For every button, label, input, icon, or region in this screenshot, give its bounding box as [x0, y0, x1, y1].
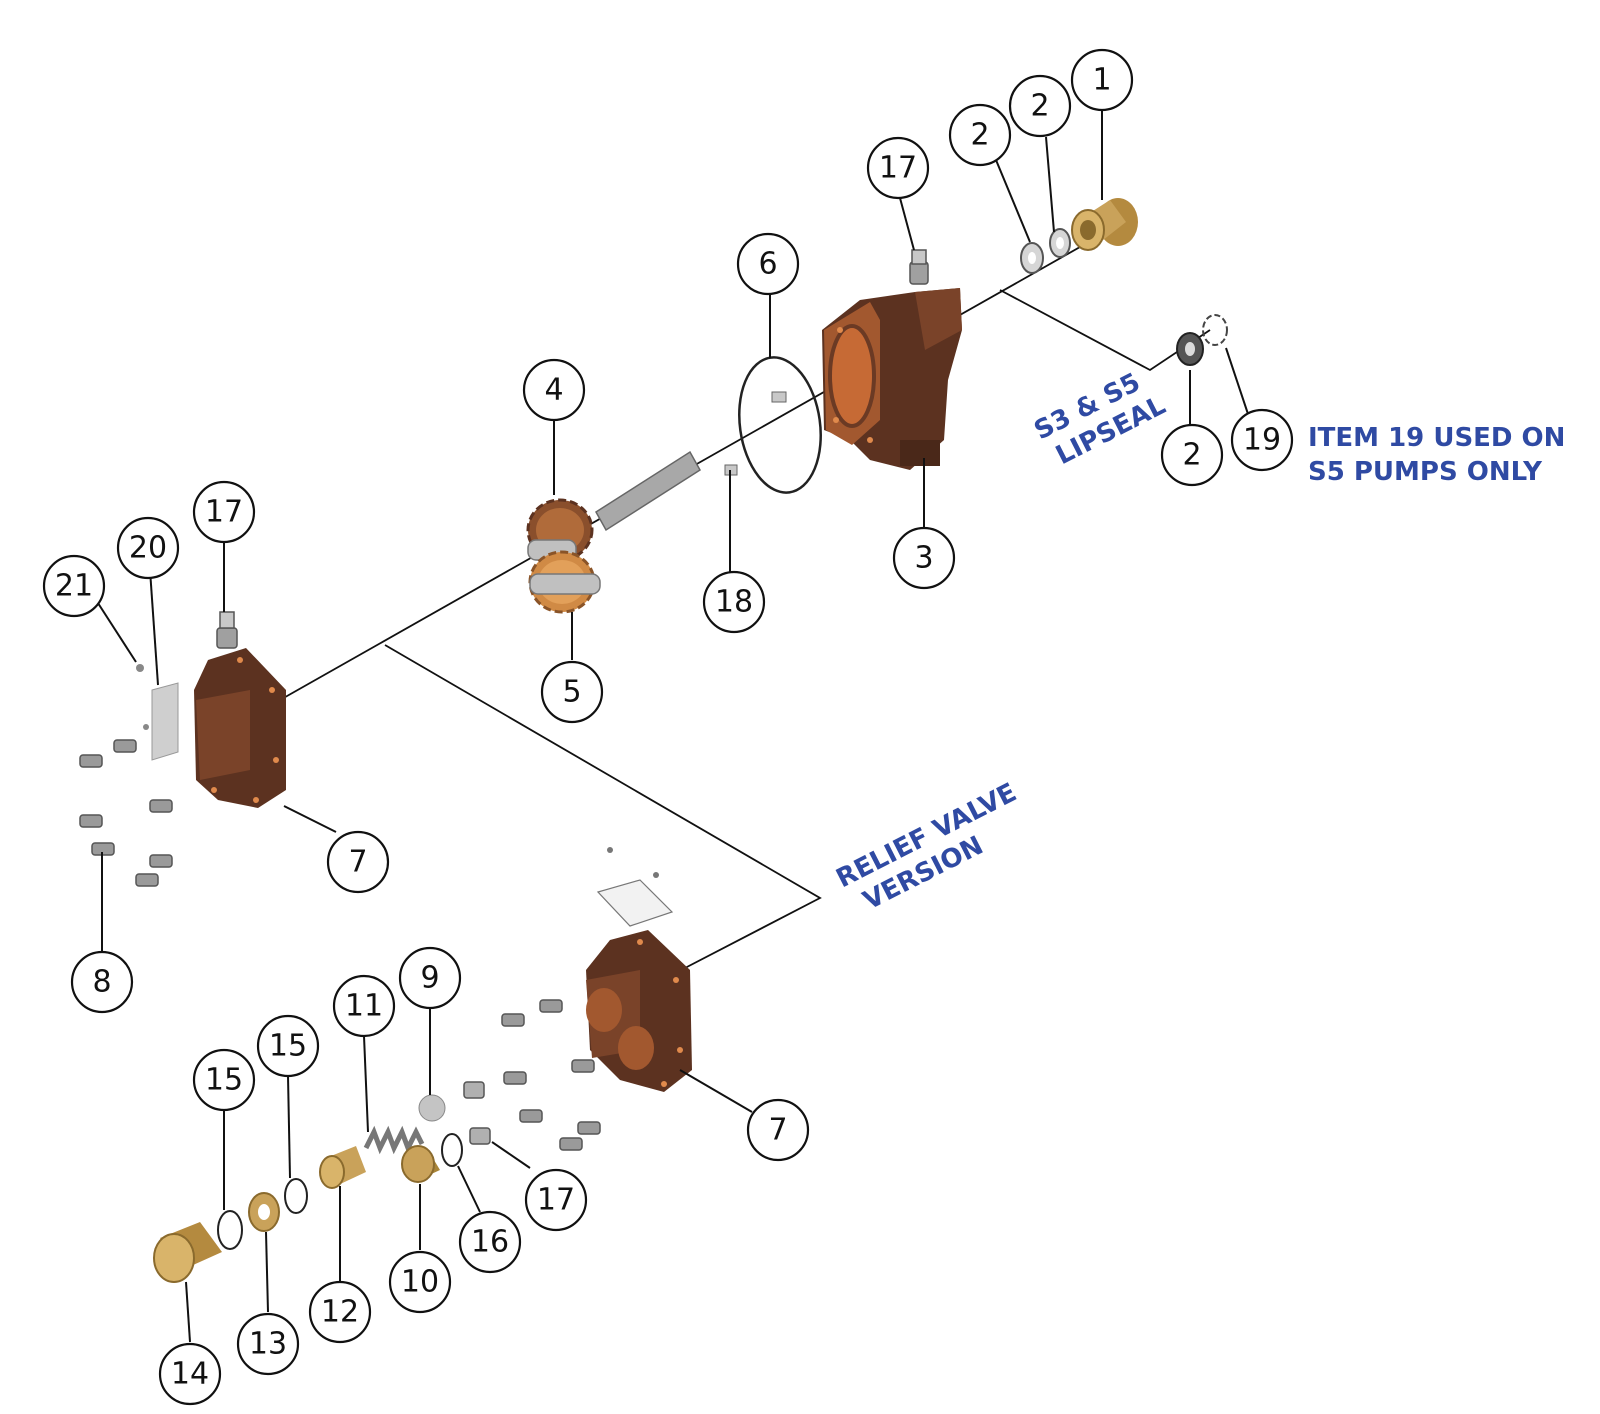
svg-text:S5 PUMPS ONLY: S5 PUMPS ONLY: [1308, 457, 1543, 487]
callout-21: 21: [42, 554, 106, 618]
o-ring-part-16: [441, 1133, 463, 1167]
callout-8: 8: [70, 950, 134, 1014]
svg-text:4: 4: [544, 373, 563, 408]
svg-text:10: 10: [401, 1265, 439, 1300]
plug-part-10: [401, 1145, 440, 1183]
callout-9: 9: [398, 946, 462, 1010]
pump-body-part-3: [822, 288, 962, 470]
lipseal-note: S3 & S5 LIPSEAL: [1030, 368, 1171, 472]
gear-part-5: [528, 550, 601, 614]
nameplate-relief: [596, 847, 674, 927]
item19-note: ITEM 19 USED ON S5 PUMPS ONLY: [1308, 423, 1565, 487]
callout-17a: 17: [866, 136, 930, 200]
svg-text:6: 6: [758, 247, 777, 282]
rivet-part-21: [136, 664, 149, 730]
callout-18: 18: [702, 570, 766, 634]
svg-text:15: 15: [205, 1063, 243, 1098]
svg-text:19: 19: [1243, 423, 1281, 458]
svg-text:11: 11: [345, 989, 383, 1024]
plug-part-17-left: [216, 611, 238, 649]
svg-text:7: 7: [768, 1113, 787, 1148]
plug-part-17-top: [909, 249, 929, 285]
adjusting-screw-part-12: [319, 1146, 366, 1189]
callout-6: 6: [736, 232, 800, 296]
svg-text:14: 14: [171, 1357, 209, 1392]
svg-text:17: 17: [537, 1183, 575, 1218]
callout-2b: 2: [948, 103, 1012, 167]
svg-text:21: 21: [55, 569, 93, 604]
gear-part-4: [526, 498, 594, 562]
svg-text:5: 5: [562, 675, 581, 710]
callout-11: 11: [332, 974, 396, 1038]
callout-17b: 17: [192, 480, 256, 544]
callout-1: 1: [1070, 48, 1134, 112]
leader-lines: [95, 110, 1251, 1343]
callout-14: 14: [158, 1342, 222, 1406]
o-ring-part-15b: [217, 1210, 243, 1250]
callout-16: 16: [458, 1210, 522, 1274]
washer-part-2b: [1020, 242, 1044, 274]
parts: [79, 198, 1228, 1283]
svg-text:8: 8: [92, 965, 111, 1000]
svg-text:9: 9: [420, 961, 439, 996]
svg-text:7: 7: [348, 845, 367, 880]
svg-text:12: 12: [321, 1295, 359, 1330]
callout-7a: 7: [326, 830, 390, 894]
svg-text:16: 16: [471, 1225, 509, 1260]
bolts-part-8: [79, 739, 173, 887]
callout-3: 3: [892, 526, 956, 590]
ball-part-9: [418, 1094, 446, 1122]
relief-valve-note: RELIEF VALVE VERSION: [832, 778, 1022, 917]
svg-text:17: 17: [205, 495, 243, 530]
o-ring-part-15a: [284, 1178, 308, 1214]
callout-4: 4: [522, 358, 586, 422]
lipseal-part-2c: [1176, 332, 1204, 366]
callout-17c: 17: [524, 1168, 588, 1232]
locknut-part-13: [248, 1192, 280, 1232]
cap-part-14: [153, 1222, 222, 1283]
svg-text:18: 18: [715, 585, 753, 620]
bushing-part-1: [1071, 198, 1138, 251]
relief-valve-branch-axis: [384, 644, 822, 969]
callout-2a: 2: [1008, 74, 1072, 138]
svg-text:17: 17: [879, 151, 917, 186]
callout-19: 19: [1230, 408, 1294, 472]
spring-part-11: [363, 1125, 425, 1155]
svg-text:2: 2: [970, 118, 989, 153]
svg-text:2: 2: [1030, 89, 1049, 124]
callout-10: 10: [388, 1250, 452, 1314]
end-cover-part-7-relief: [586, 930, 692, 1092]
callout-12: 12: [308, 1280, 372, 1344]
washer-part-2a: [1049, 228, 1071, 258]
callout-7b: 7: [746, 1098, 810, 1162]
svg-text:3: 3: [914, 541, 933, 576]
callout-2c: 2: [1160, 423, 1224, 487]
callout-20: 20: [116, 516, 180, 580]
svg-text:2: 2: [1182, 438, 1201, 473]
drive-shaft: [595, 450, 701, 532]
svg-text:15: 15: [269, 1029, 307, 1064]
end-cover-part-7-upper: [194, 648, 286, 808]
callout-15a: 15: [192, 1048, 256, 1112]
callout-15b: 15: [256, 1014, 320, 1078]
svg-text:ITEM 19 USED ON: ITEM 19 USED ON: [1308, 423, 1565, 453]
svg-text:20: 20: [129, 531, 167, 566]
callout-5: 5: [540, 660, 604, 724]
callout-13: 13: [236, 1312, 300, 1376]
retaining-ring-part-19: [1202, 314, 1228, 346]
svg-text:1: 1: [1092, 63, 1111, 98]
gasket-part-6: [738, 356, 822, 494]
plug-part-17-relief: [463, 1081, 491, 1145]
nameplate-part-20: [151, 682, 179, 761]
svg-text:13: 13: [249, 1327, 287, 1362]
bolts-relief: [501, 999, 601, 1151]
